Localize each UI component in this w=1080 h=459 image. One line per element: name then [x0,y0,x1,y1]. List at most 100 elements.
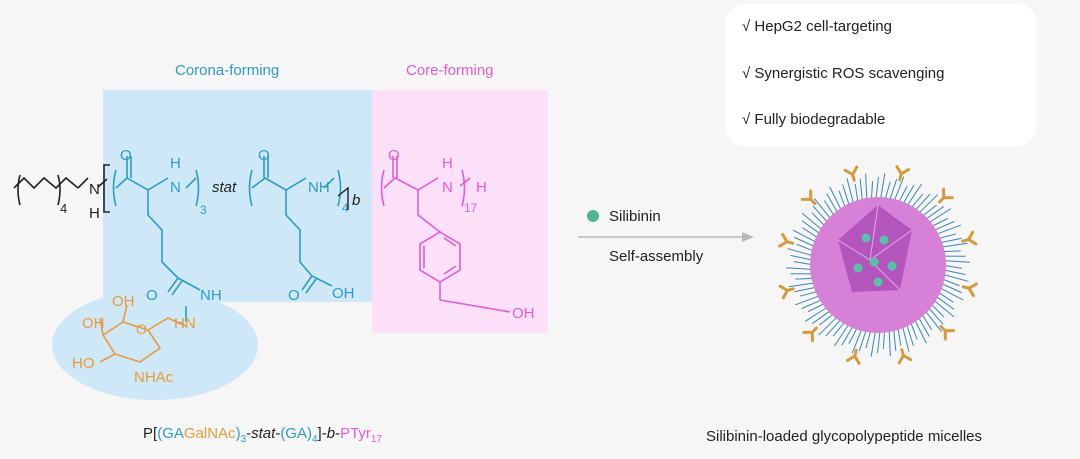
corona-chain [934,224,962,236]
polymer-formula: P[(GAGalNAc)3-stat-(GA)4]-b-PTyr17 [143,425,382,445]
stat-label: stat [212,179,237,196]
ligand [961,230,978,246]
sugar-ellipse [52,290,258,400]
ptyr-unit [380,156,471,300]
formula-paren-close: ) [235,425,241,442]
corona-chain [917,194,938,215]
formula-b: b [326,425,336,442]
formula-ptyr: PTyr [340,425,371,442]
corona-chain [788,282,817,288]
corona-chain [937,286,964,301]
corona-chain [833,322,851,347]
sugar-hn: HN [174,315,196,332]
corona-chain [923,309,942,332]
nh-n-3: N [442,179,453,196]
phenol-oh: OH [512,305,535,322]
carbonyl-o-3: O [388,147,400,164]
formula-ga: GA [162,425,184,442]
repeat-3: 3 [200,203,207,217]
ligand [778,284,795,300]
corona-chain [804,305,830,322]
ring-o: O [136,321,147,337]
targeting-ligands [778,165,978,365]
terminal-h: H [476,179,487,196]
corona-chain [926,208,952,225]
repeat-4: 4 [342,201,349,215]
corona-chain [879,173,886,202]
phenol-bond [439,299,511,313]
ligand [845,348,861,365]
ligand [895,165,911,182]
nh-n-1: N [170,179,181,196]
formula-stat: stat [251,425,276,442]
formula-p: P[ [143,425,158,442]
corona-chain [893,176,905,204]
corona-chain [787,248,815,257]
corona-chain [865,173,868,202]
formula-dash1: - [246,425,252,442]
formula-paren-open: ( [157,425,163,442]
core-forming-label: Core-forming [406,62,494,79]
ligand [937,187,954,204]
formula-sub3: 3 [240,434,247,445]
acid-o: O [288,287,300,304]
corona-chain [870,328,877,357]
formula-sub17: 17 [370,434,383,445]
ga-unit [248,156,342,294]
ligand [897,348,913,365]
ligand [843,165,859,182]
corona-box [103,90,372,302]
silibinin-label: Silibinin [609,208,661,225]
corona-chain [913,317,927,344]
block-bracket [337,186,349,210]
corona-forming-label: Corona-forming [175,62,280,79]
ligand [802,326,819,343]
formula-sub4: 4 [311,434,318,445]
corona-chain [818,315,839,336]
corona-chain [829,186,843,213]
ligand [939,324,956,341]
property-2: √ Synergistic ROS scavenging [742,65,945,82]
nh-h-3: H [442,155,453,172]
corona-chain [846,178,855,206]
corona-chain [794,294,822,306]
formula-close: ]- [317,425,327,442]
self-assembly-label: Self-assembly [609,248,704,265]
corona-chain [941,260,970,263]
property-3: √ Fully biodegradable [742,111,886,128]
corona-chain [888,328,891,357]
arrow-head [742,232,754,242]
corona-chain [851,326,863,354]
nh-2: NH [308,179,330,196]
micelle-caption: Silibinin-loaded glycopolypeptide micell… [706,428,982,445]
corona-chain [814,198,833,221]
alkyl-chain [13,174,108,206]
sugar-oh-2: OH [112,293,135,310]
core-box [372,90,548,333]
carbonyl-o-2: O [258,147,270,164]
acid-oh: OH [332,285,355,302]
formula-ga4: (GA) [280,425,312,442]
corona-chain [941,273,969,282]
ligand [778,232,795,248]
loaded-drug [853,233,897,287]
block-label: b [352,192,360,209]
open-bracket [103,164,110,213]
nh-h-1: H [170,155,181,172]
properties-box: √ HepG2 cell-targeting √ Synergistic ROS… [726,4,1036,146]
amine-n: N [89,181,100,198]
galnac-sugar [99,304,187,363]
micelle [778,165,978,365]
formula-galnac: GalNAc [183,425,236,442]
repeat-17: 17 [464,201,478,215]
formula-dash2: - [275,425,281,442]
sugar-nhac: NHAc [134,369,174,386]
chain-subscript: 4 [60,201,67,216]
corona-chain [939,242,968,248]
corona-chain [801,212,825,232]
carbonyl-o-1: O [120,147,132,164]
corona-chain [792,229,819,244]
side-o: O [146,287,158,304]
corona-chain [901,324,910,352]
